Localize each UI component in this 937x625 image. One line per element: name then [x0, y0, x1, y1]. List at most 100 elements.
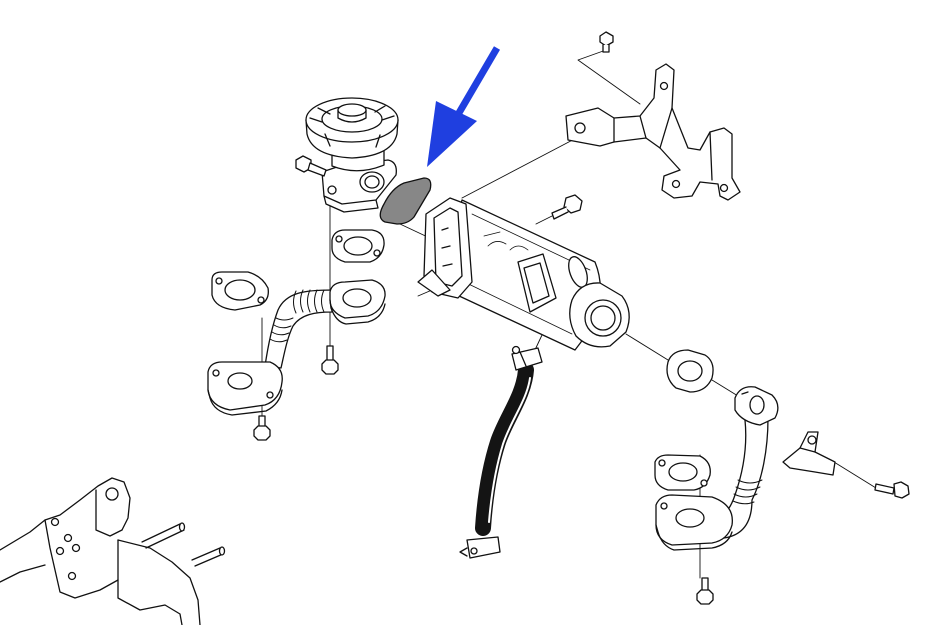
block-boss — [95, 489, 123, 537]
gasket-port — [677, 360, 703, 382]
pipe-flange-upper-port — [342, 288, 372, 308]
block-edge — [117, 539, 201, 625]
block-stud-end — [218, 546, 226, 556]
block-stud — [191, 547, 224, 567]
pipe-corrugations — [269, 289, 325, 343]
block-edge — [44, 519, 119, 599]
leader-lines — [261, 49, 877, 579]
clamp-band-edge — [519, 351, 527, 367]
hose-clamp-upper — [511, 345, 543, 371]
bolt-head — [893, 481, 910, 499]
block-stud-end — [178, 522, 186, 532]
left-bolt-lower — [253, 415, 271, 441]
block-hole — [55, 546, 65, 556]
block-stud — [141, 523, 185, 549]
pipe-support-tab — [782, 431, 836, 476]
gasket-bolt-hole — [257, 296, 265, 304]
outlet-flange — [655, 494, 733, 551]
hose-highlight — [488, 377, 531, 523]
clamp-tab — [511, 345, 521, 355]
cooler-inlet-slots — [441, 227, 453, 267]
outlet-lower-gasket — [654, 454, 711, 491]
bolt-head — [321, 359, 339, 375]
valve-flange — [321, 159, 397, 205]
highlighted-gasket — [379, 177, 432, 225]
leader-cooler-to-bracket — [461, 133, 585, 199]
valve-bolt-hole — [327, 185, 337, 195]
block-edge — [0, 564, 46, 583]
pipe-flange-lower-edge — [207, 389, 283, 416]
cooler-shading — [451, 213, 591, 335]
bracket-hole — [671, 179, 681, 189]
block-edge — [0, 477, 131, 551]
valve-cap-ribs — [309, 105, 395, 148]
line-art — [0, 31, 910, 625]
pointer-arrow — [427, 46, 501, 167]
gasket-port — [343, 236, 373, 256]
cooler-mount-tab — [417, 269, 451, 297]
clamp-band — [511, 347, 543, 371]
bolt-shank — [874, 483, 895, 495]
cooler-outlet-port — [584, 299, 622, 337]
gasket-port — [668, 462, 698, 482]
gasket-bolt-hole — [215, 277, 223, 285]
left-bolt-upper — [321, 345, 339, 375]
tab-hole — [807, 435, 817, 445]
left-gasket — [211, 271, 269, 311]
bolt-head — [599, 31, 614, 47]
cooler-bolt — [551, 194, 583, 220]
flange-bolt-hole — [212, 369, 220, 377]
bracket-edges — [613, 107, 713, 181]
cooler-outlet-port-inner — [590, 305, 616, 331]
gasket-bolt-hole — [658, 459, 666, 467]
block-hole — [105, 487, 119, 501]
outlet-bolt — [696, 577, 714, 605]
flange-bolt-hole — [660, 502, 668, 510]
pipe-flange-top-edge — [741, 391, 749, 395]
coolant-hose — [475, 362, 534, 536]
egr-valve — [305, 97, 399, 213]
flange-bolt-hole — [266, 391, 274, 399]
valve-port — [359, 171, 385, 193]
flange-edge — [655, 524, 733, 551]
gasket-port — [224, 279, 256, 301]
valve-boss-top — [337, 103, 367, 117]
outlet-pipe — [711, 386, 779, 539]
arrow-shaft — [452, 46, 501, 120]
block-hole — [71, 543, 81, 553]
bracket-hole — [719, 183, 729, 193]
block-hole — [50, 517, 60, 527]
gasket-bolt-hole — [700, 479, 708, 487]
bracket-hole — [659, 81, 669, 91]
leader-gasket-to-outlet-pipe — [711, 379, 739, 397]
bolt-shank — [551, 206, 569, 220]
arrow-head — [427, 101, 477, 167]
bolt-shank — [602, 44, 610, 53]
cooler-strap-inner — [523, 262, 550, 304]
bolt-head — [563, 194, 583, 214]
engine-block-outline — [0, 477, 226, 625]
outlet-gasket — [666, 349, 714, 393]
block-hole — [67, 571, 77, 581]
bracket-bolt — [599, 31, 614, 53]
leader-cooler-to-outlet-gasket — [625, 333, 669, 361]
valve-flange-edge — [323, 195, 379, 213]
pipe-flange-lower-port — [227, 372, 253, 390]
leader-cooler-left — [417, 289, 433, 297]
pipe-corrugations — [732, 479, 763, 505]
middle-gasket — [331, 229, 385, 263]
bolt-head — [696, 589, 714, 605]
leader-tab-to-bolt — [833, 461, 877, 489]
pipe-flange-upper-edge — [329, 299, 386, 325]
block-hole — [63, 533, 73, 543]
flange-port — [675, 508, 705, 528]
clamp-band — [466, 536, 501, 559]
clamp-tab-hole — [470, 547, 478, 555]
leader-cooler-bolt — [535, 215, 553, 225]
bolt-shank — [307, 162, 327, 177]
mounting-bracket — [565, 63, 741, 201]
hose-body — [475, 362, 534, 536]
gasket-bolt-hole — [373, 249, 381, 257]
valve-port-inner — [364, 175, 380, 189]
tab-edge — [799, 447, 816, 453]
